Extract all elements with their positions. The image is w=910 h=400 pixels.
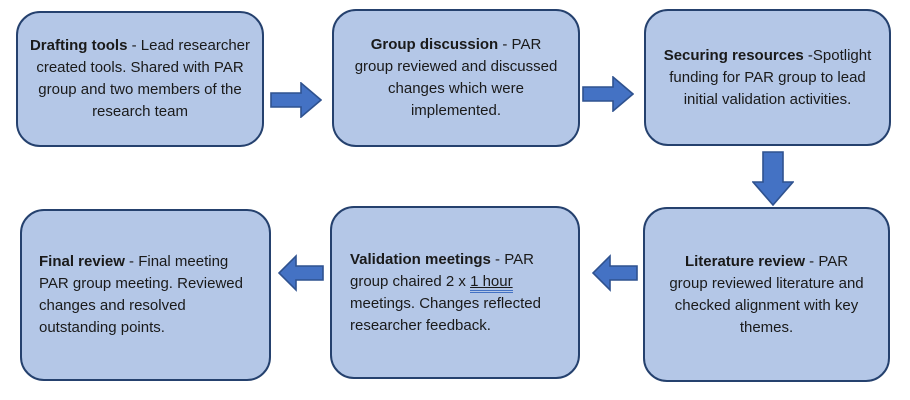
step-body-after: meetings. Changes reflected researcher f… (350, 294, 541, 334)
step-text: Literature review - PAR group reviewed l… (664, 251, 869, 339)
step-body: - PAR group reviewed and discussed chang… (354, 36, 558, 119)
arrow-down-icon (752, 151, 794, 206)
step-box-literature-review: Literature review - PAR group reviewed l… (643, 207, 890, 382)
step-body: - PAR group reviewed literature and chec… (669, 252, 864, 336)
step-body: - Lead researcher created tools. Shared … (36, 37, 251, 120)
step-box-group-discussion: Group discussion - PAR group reviewed an… (332, 9, 580, 147)
arrow-left-icon (278, 254, 324, 292)
step-box-final-review: Final review - Final meeting PAR group m… (20, 209, 271, 381)
step-text: Drafting tools - Lead researcher created… (26, 35, 254, 123)
step-title: Group discussion (370, 36, 499, 53)
arrow-left-icon (592, 254, 638, 292)
step-box-validation-meetings: Validation meetings - PAR group chaired … (330, 206, 580, 379)
step-box-drafting-tools: Drafting tools - Lead researcher created… (16, 11, 264, 147)
step-text: Securing resources -Spotlight funding fo… (663, 45, 872, 111)
arrow-right-icon (270, 82, 322, 118)
step-box-securing-resources: Securing resources -Spotlight funding fo… (644, 9, 891, 146)
step-title: Literature review (684, 252, 805, 270)
arrow-right-icon (582, 76, 634, 112)
step-body: - Final meeting PAR group meeting. Revie… (39, 253, 243, 336)
step-title: Validation meetings (350, 250, 491, 268)
step-body-before: - PAR group chaired 2 x (350, 250, 534, 290)
step-title: Securing resources (663, 46, 804, 64)
step-text: Final review - Final meeting PAR group m… (39, 251, 244, 339)
step-title: Drafting tools (29, 37, 128, 54)
step-title: Final review (39, 253, 125, 270)
step-body: -Spotlight funding for PAR group to lead… (669, 46, 872, 108)
underlined-text: 1 hour (470, 272, 513, 293)
step-text: Group discussion - PAR group reviewed an… (353, 34, 559, 122)
step-text: Validation meetings - PAR group chaired … (350, 249, 545, 337)
